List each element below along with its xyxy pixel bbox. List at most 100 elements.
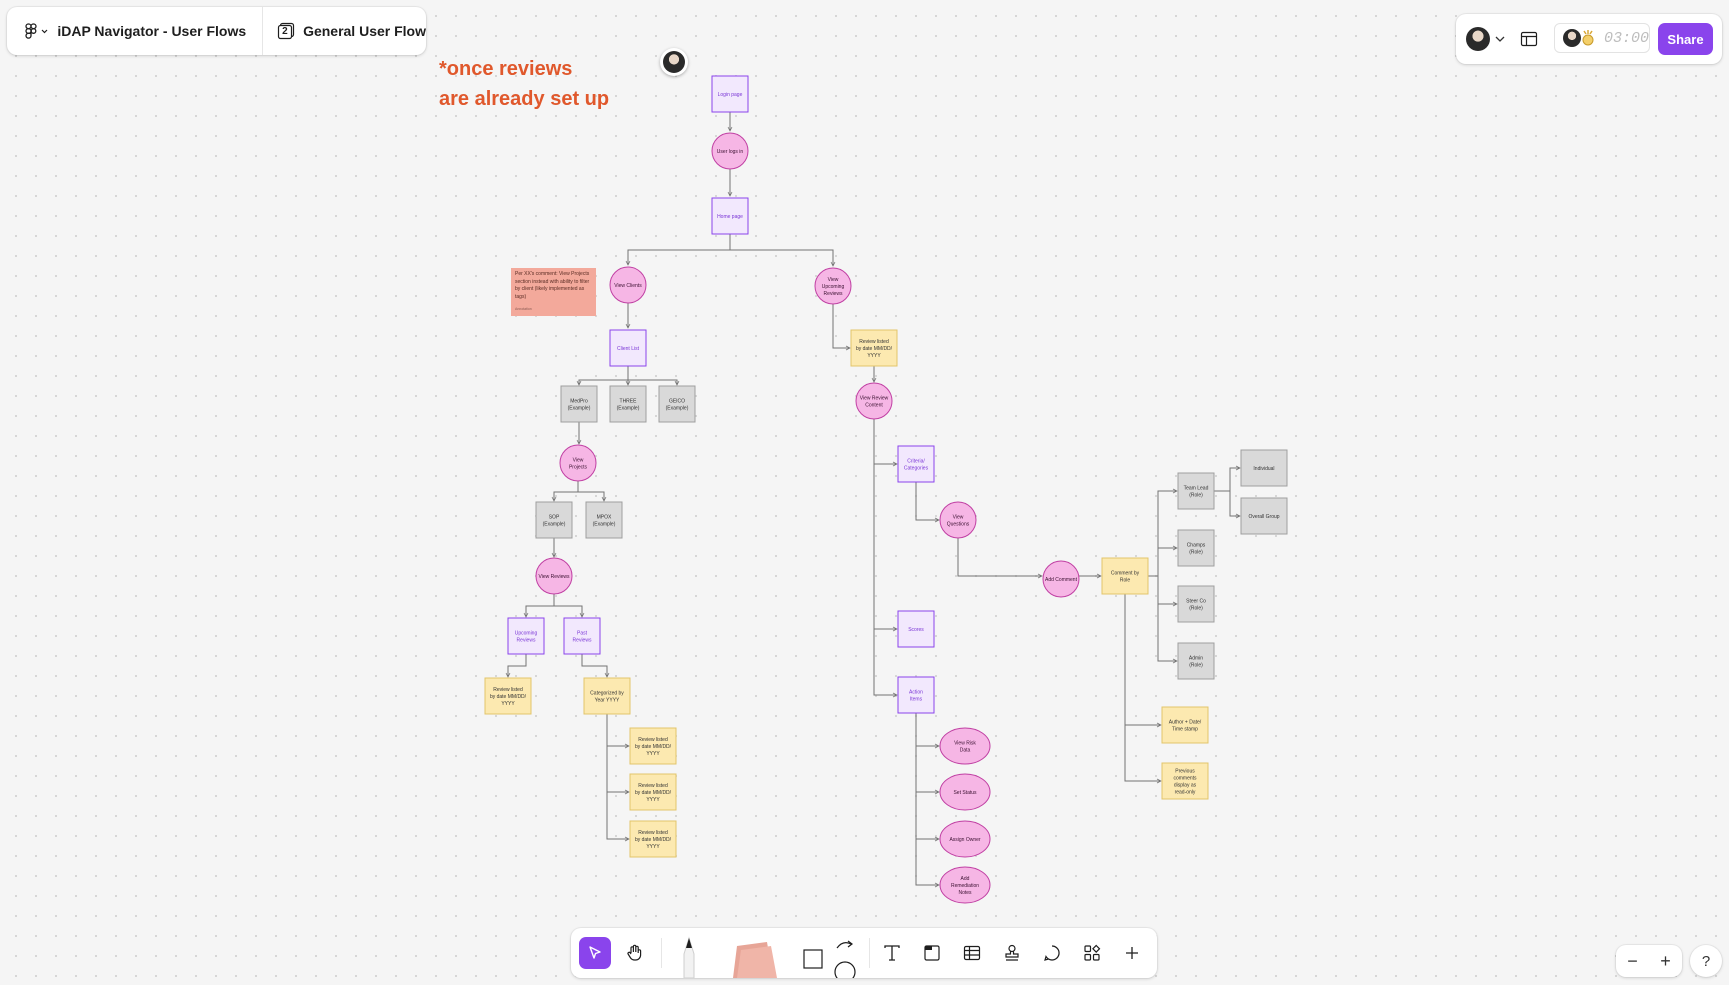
layout-toggle-button[interactable] <box>1519 29 1539 49</box>
table-tool[interactable] <box>956 937 988 969</box>
avatar <box>1466 27 1490 51</box>
shape-tool[interactable] <box>801 936 861 983</box>
flow-node-label: Home page <box>717 214 743 220</box>
comment-tool[interactable] <box>1036 937 1068 969</box>
flow-node-label: Steer Co(Role) <box>1186 598 1206 611</box>
flow-connector[interactable] <box>606 714 629 839</box>
flow-node-overall-group[interactable]: Overall Group <box>1240 497 1288 535</box>
flow-node-champs[interactable]: Champs(Role) <box>1177 529 1215 567</box>
flow-node-view-reviews[interactable]: View Reviews <box>535 557 573 595</box>
pen-tool[interactable] <box>674 936 704 978</box>
comment-icon <box>1044 945 1060 961</box>
flow-connector[interactable] <box>579 366 629 385</box>
flow-connector[interactable] <box>1148 491 1177 577</box>
text-tool[interactable] <box>876 937 908 969</box>
more-tool[interactable] <box>1116 937 1148 969</box>
flow-connector[interactable] <box>581 654 607 677</box>
flow-connector[interactable] <box>1124 594 1161 725</box>
flow-node-add-comment[interactable]: Add Comment <box>1042 560 1080 598</box>
annotation-text[interactable]: *once reviews are already set up <box>439 54 609 114</box>
flow-node-scores[interactable]: Scores <box>897 610 935 648</box>
stamp-tool[interactable] <box>996 937 1028 969</box>
topbar-right: 03:00 Share <box>1456 14 1722 64</box>
flow-connector[interactable] <box>606 714 629 746</box>
flow-connector[interactable] <box>554 481 579 501</box>
zoom-out-button[interactable]: − <box>1627 950 1638 971</box>
flow-node-user-login[interactable]: User logs in <box>711 132 749 170</box>
flow-node-label: Admin(Role) <box>1189 655 1203 668</box>
flow-node-author-date[interactable]: Author + Date/Time stamp <box>1161 706 1209 744</box>
flow-connector[interactable] <box>873 629 897 695</box>
collaborator-avatar[interactable] <box>660 48 688 76</box>
widgets-tool[interactable] <box>1076 937 1108 969</box>
flow-node-client-1[interactable]: MedPro(Example) <box>560 385 598 423</box>
flow-connector[interactable] <box>957 538 1042 576</box>
flow-connector[interactable] <box>628 234 731 265</box>
bottom-toolbar <box>571 928 1157 983</box>
file-name[interactable]: iDAP Navigator - User Flows <box>57 23 247 39</box>
page-selector[interactable]: 2 General User Flow <box>277 22 426 40</box>
flow-node-criteria[interactable]: Criteria/Categories <box>897 445 935 483</box>
section-tool[interactable] <box>916 937 948 969</box>
flow-connector[interactable] <box>554 605 582 617</box>
flow-node-set-status[interactable]: Set Status <box>939 773 991 811</box>
flow-node-team-lead[interactable]: Team Lead(Role) <box>1177 472 1215 510</box>
zoom-in-button[interactable]: + <box>1660 950 1671 971</box>
flow-node-client-list[interactable]: Client List <box>609 329 647 367</box>
hand-tool[interactable] <box>619 937 651 969</box>
main-menu-button[interactable] <box>15 7 55 55</box>
flow-node-individual[interactable]: Individual <box>1240 449 1288 487</box>
flow-connector[interactable] <box>730 249 833 266</box>
flow-node-assign-owner[interactable]: Assign Owner <box>939 820 991 858</box>
flow-connector[interactable] <box>915 482 939 520</box>
flow-connector[interactable] <box>1157 576 1177 661</box>
sticky-note[interactable]: Per XX's comment: View Projects section … <box>511 268 596 316</box>
flow-connector[interactable] <box>1214 468 1240 492</box>
move-tool[interactable] <box>579 937 611 969</box>
flow-connector[interactable] <box>1124 725 1161 781</box>
help-button[interactable]: ? <box>1690 945 1722 977</box>
flow-connector[interactable] <box>526 594 555 617</box>
flow-node-home-page[interactable]: Home page <box>711 197 749 235</box>
user-avatar-menu[interactable] <box>1466 27 1506 51</box>
flow-connector[interactable] <box>915 746 939 885</box>
flow-connector[interactable] <box>915 713 939 746</box>
flow-node-client-3[interactable]: GEICO(Example) <box>658 385 696 423</box>
flow-connector[interactable] <box>873 464 897 629</box>
flow-connector[interactable] <box>832 304 850 348</box>
flow-node-client-2[interactable]: THREE(Example) <box>609 385 647 423</box>
flow-connector[interactable] <box>1229 491 1240 516</box>
flow-connector[interactable] <box>873 419 897 464</box>
timer[interactable]: 03:00 <box>1554 23 1650 53</box>
flow-node-login-page[interactable]: Login page <box>711 75 749 113</box>
flow-node-admin[interactable]: Admin(Role) <box>1177 642 1215 680</box>
flow-connector[interactable] <box>578 491 604 501</box>
flow-node-steer-co[interactable]: Steer Co(Role) <box>1177 585 1215 623</box>
flow-connector[interactable] <box>628 379 677 385</box>
flow-node-project-2[interactable]: MPOX(Example) <box>585 501 623 539</box>
flow-connector[interactable] <box>508 654 527 677</box>
share-button[interactable]: Share <box>1658 23 1713 55</box>
flow-node-view-clients[interactable]: View Clients <box>609 266 647 304</box>
sticky-tool[interactable] <box>727 936 779 978</box>
flow-node-project-1[interactable]: SOP(Example) <box>535 501 573 539</box>
